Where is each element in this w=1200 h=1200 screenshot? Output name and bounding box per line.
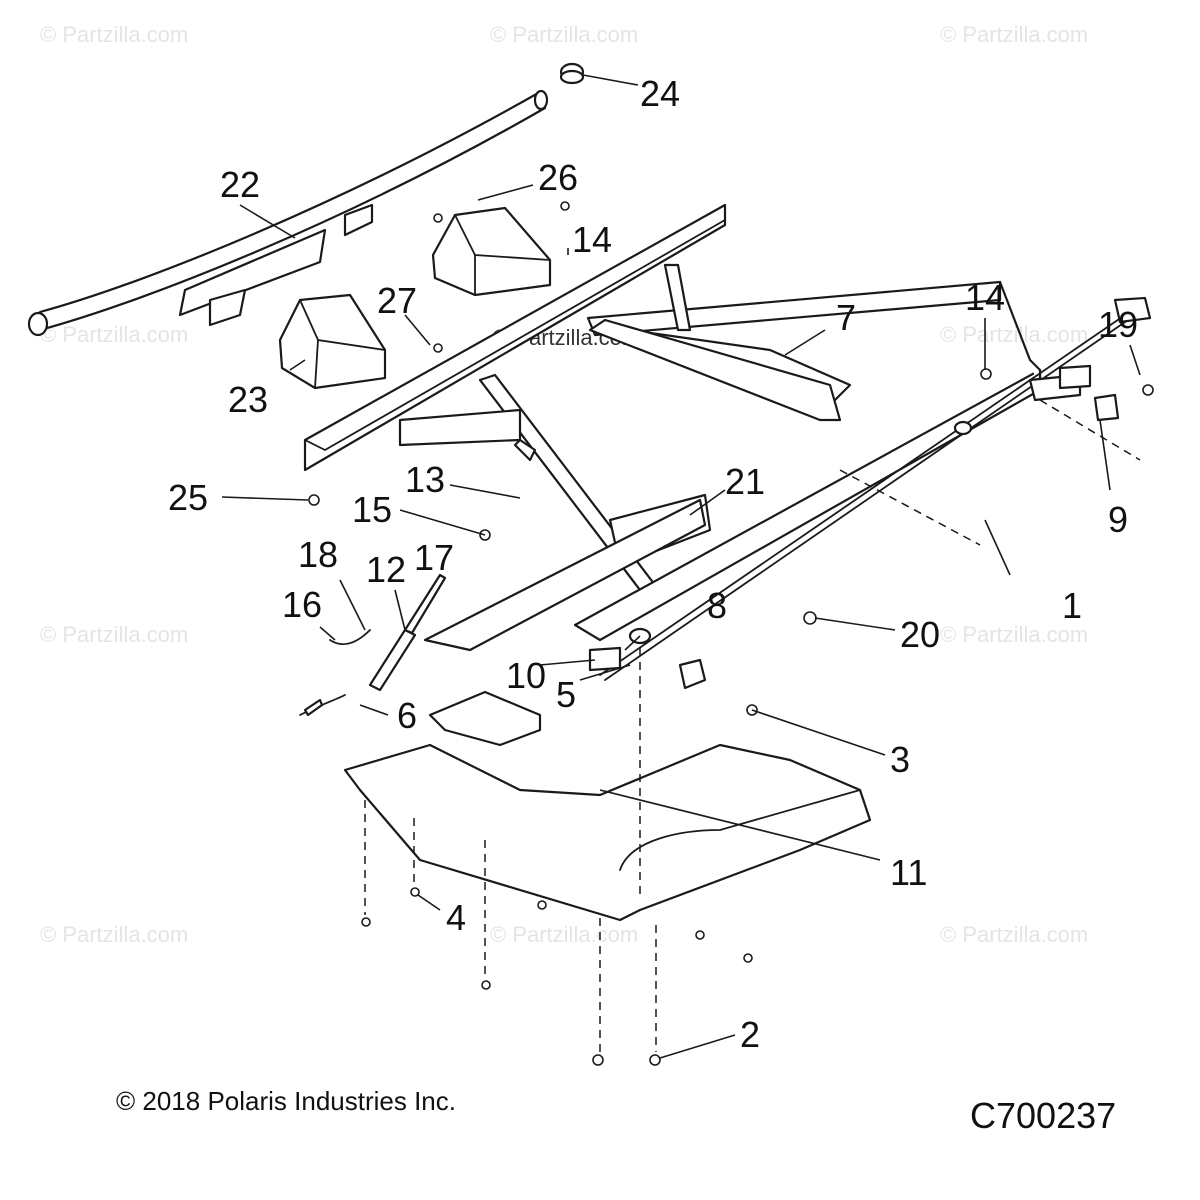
copyright-notice: © 2018 Polaris Industries Inc. xyxy=(116,1086,456,1116)
callout-27: 27 xyxy=(377,280,417,321)
callout-25: 25 xyxy=(168,477,208,518)
callout-24: 24 xyxy=(640,73,680,114)
callout-4: 4 xyxy=(446,897,466,938)
callout-20: 20 xyxy=(900,614,940,655)
alignment-lines xyxy=(364,399,1141,1052)
skid-plate xyxy=(343,690,872,922)
figure-code: C700237 xyxy=(970,1095,1116,1136)
callout-1: 1 xyxy=(1062,585,1082,626)
callout-6: 6 xyxy=(397,695,417,736)
callout-12: 12 xyxy=(366,549,406,590)
watermark-layer: © Partzilla.com © Partzilla.com © Partzi… xyxy=(40,22,1088,947)
callout-8: 8 xyxy=(707,585,727,626)
watermark: © Partzilla.com xyxy=(40,622,188,647)
callout-9: 9 xyxy=(1108,499,1128,540)
watermark: © Partzilla.com xyxy=(40,22,188,47)
watermark: © Partzilla.com xyxy=(490,22,638,47)
clamp-left xyxy=(678,658,707,690)
mounting-bracket-right xyxy=(431,206,552,297)
callout-3: 3 xyxy=(890,739,910,780)
callout-22: 22 xyxy=(220,164,260,205)
callout-5: 5 xyxy=(556,674,576,715)
callout-14-right: 14 xyxy=(965,277,1005,318)
callout-labels: 1 2 3 4 5 6 7 8 9 10 11 12 13 14 14 15 1… xyxy=(168,73,1138,1055)
lift-strut xyxy=(368,573,447,692)
callout-14-upper: 14 xyxy=(572,219,612,260)
bushing-10 xyxy=(588,646,622,672)
end-cap-top xyxy=(559,62,585,85)
callout-18: 18 xyxy=(298,534,338,575)
callout-11: 11 xyxy=(890,852,927,893)
mounting-bracket-left xyxy=(278,293,387,390)
callout-21: 21 xyxy=(725,461,765,502)
lanyard-pin xyxy=(299,629,371,717)
callout-13: 13 xyxy=(405,459,445,500)
torsion-bar xyxy=(599,296,1152,681)
callout-2: 2 xyxy=(740,1014,760,1055)
fastener-bolts xyxy=(308,201,1154,1066)
leader-lines xyxy=(221,74,1141,1059)
watermark: © Partzilla.com xyxy=(940,922,1088,947)
callout-10: 10 xyxy=(506,655,546,696)
bed-plate xyxy=(423,498,707,652)
watermark: © Partzilla.com xyxy=(40,922,188,947)
callout-23: 23 xyxy=(228,379,268,420)
watermark: © Partzilla.com xyxy=(940,22,1088,47)
callout-19: 19 xyxy=(1098,304,1138,345)
bushing-top xyxy=(1058,364,1092,390)
callout-7: 7 xyxy=(836,297,856,338)
rear-frame-assembly xyxy=(303,203,1042,642)
watermark: © Partzilla.com xyxy=(490,922,638,947)
front-bumper-tube xyxy=(38,89,549,332)
watermark: © Partzilla.com xyxy=(940,622,1088,647)
callout-15: 15 xyxy=(352,489,392,530)
clamp-right xyxy=(1093,393,1120,422)
callout-17: 17 xyxy=(414,537,454,578)
watermark: © Partzilla.com xyxy=(940,322,1088,347)
end-cap-left xyxy=(27,311,49,337)
watermark: © Partzilla.com xyxy=(40,322,188,347)
callout-26: 26 xyxy=(538,157,578,198)
callout-16: 16 xyxy=(282,584,322,625)
